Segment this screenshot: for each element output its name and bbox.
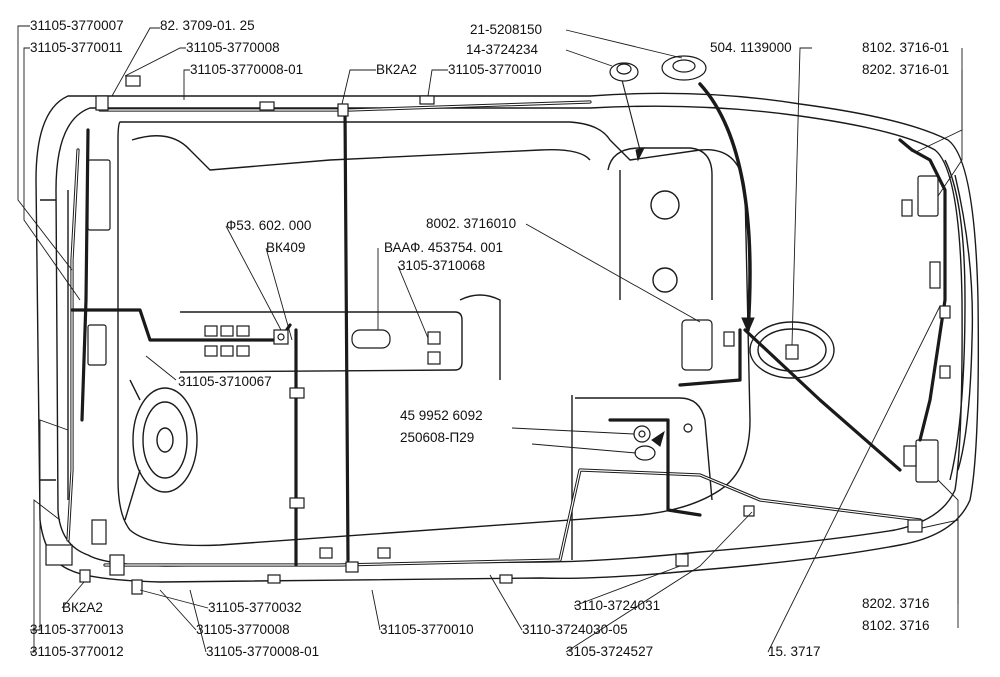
label-504-1139000: 504. 1139000 — [710, 40, 792, 55]
label-31105-3770008-01-bottom: 31105-3770008-01 — [206, 644, 319, 659]
label-3110-3724030-05: 3110-3724030-05 — [522, 622, 628, 637]
label-3110-3724031: 3110-3724031 — [574, 598, 660, 613]
label-31105-3710067: 31105-3710067 — [178, 374, 272, 389]
label-31105-3770010-top: 31105-3770010 — [448, 62, 542, 77]
label-vk2a2-top: ВК2А2 — [376, 62, 417, 77]
harness-parts — [45, 55, 951, 595]
label-31105-3770012: 31105-3770012 — [30, 644, 124, 659]
label-8202-3716: 8202. 3716 — [862, 596, 930, 611]
label-15-3717: 15. 3717 — [768, 644, 821, 659]
label-21-5208150: 21-5208150 — [470, 22, 542, 37]
label-31105-3770010-bottom: 31105-3770010 — [380, 622, 474, 637]
label-8002-3716010: 8002. 3716010 — [426, 216, 516, 231]
label-45-9952-6092: 45 9952 6092 — [400, 408, 483, 423]
leader-lines — [17, 25, 963, 653]
label-31105-3770008-01-top: 31105-3770008-01 — [190, 62, 303, 77]
label-31105-3770008-bottom: 31105-3770008 — [196, 622, 290, 637]
label-3105-3710068: 3105-3710068 — [398, 258, 485, 273]
label-31105-3770008-top: 31105-3770008 — [186, 40, 280, 55]
label-vk409: ВК409 — [266, 240, 305, 255]
label-8202-3716-01: 8202. 3716-01 — [862, 62, 949, 77]
label-31105-3770011: 31105-3770011 — [30, 40, 123, 55]
part-number-labels: 31105-3770007 31105-3770011 82. 3709-01.… — [30, 18, 949, 659]
wiring-harness — [66, 79, 947, 567]
label-3105-3724527: 3105-3724527 — [566, 644, 653, 659]
label-82-3709-01-25: 82. 3709-01. 25 — [160, 18, 255, 33]
label-31105-3770013: 31105-3770013 — [30, 622, 124, 637]
label-baaf-453754-001: ВААФ. 453754. 001 — [384, 240, 503, 255]
arrowheads — [635, 147, 755, 447]
label-31105-3770032: 31105-3770032 — [208, 600, 302, 615]
label-8102-3716: 8102. 3716 — [862, 618, 930, 633]
label-phi53-602-000: Ф53. 602. 000 — [226, 218, 311, 233]
label-8102-3716-01: 8102. 3716-01 — [862, 40, 949, 55]
label-31105-3770007: 31105-3770007 — [30, 18, 124, 33]
car-body-outline — [35, 92, 980, 583]
label-vk2a2-bottom: ВК2А2 — [62, 600, 103, 615]
label-14-3724234: 14-3724234 — [466, 42, 539, 57]
label-250608-p29: 250608-П29 — [400, 430, 474, 445]
